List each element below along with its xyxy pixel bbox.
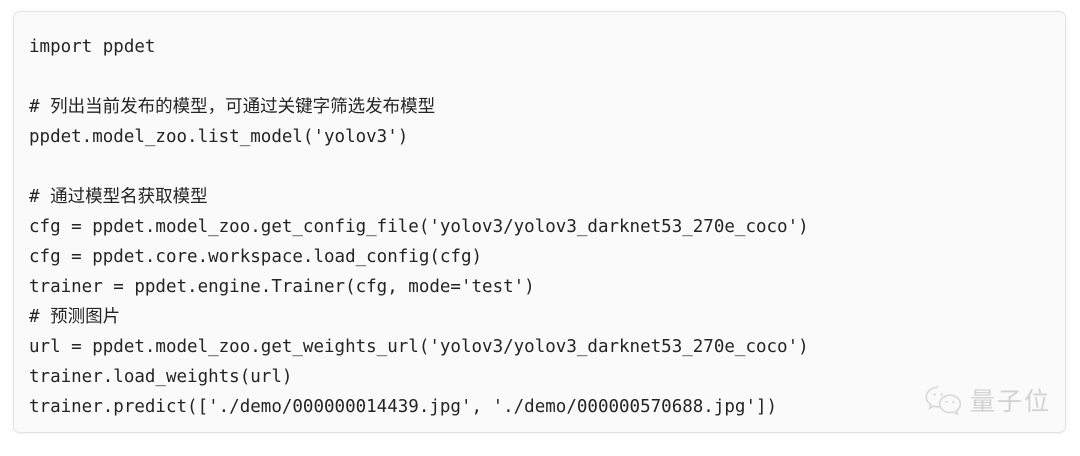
code-line: ppdet.model_zoo.list_model('yolov3') xyxy=(29,127,409,147)
code-line: trainer = ppdet.engine.Trainer(cfg, mode… xyxy=(29,277,535,297)
code-line xyxy=(29,62,1065,92)
code-block-card: import ppdet # 列出当前发布的模型，可通过关键字筛选发布模型 pp… xyxy=(13,11,1066,433)
code-line xyxy=(29,152,1065,182)
code-line: url = ppdet.model_zoo.get_weights_url('y… xyxy=(29,337,809,357)
code-line: import ppdet xyxy=(29,37,156,57)
code-line: # 预测图片 xyxy=(29,307,121,327)
code-line: trainer.load_weights(url) xyxy=(29,367,293,387)
code-line: cfg = ppdet.model_zoo.get_config_file('y… xyxy=(29,217,809,237)
code-line: # 通过模型名获取模型 xyxy=(29,187,208,207)
code-line: cfg = ppdet.core.workspace.load_config(c… xyxy=(29,247,483,267)
code-line: trainer.predict(['./demo/000000014439.jp… xyxy=(29,397,778,417)
code-line: # 列出当前发布的模型，可通过关键字筛选发布模型 xyxy=(29,97,436,117)
code-block-content: import ppdet # 列出当前发布的模型，可通过关键字筛选发布模型 pp… xyxy=(14,12,1065,422)
